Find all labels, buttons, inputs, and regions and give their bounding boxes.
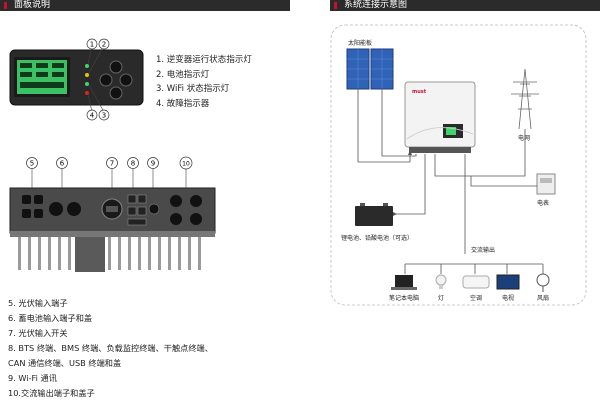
list-item: 4. 故障指示器	[156, 98, 210, 109]
solar-panel-icon	[346, 48, 394, 90]
list-item: 1. 逆变器运行状态指示灯	[156, 55, 252, 65]
lamp-icon	[435, 274, 447, 289]
grid-label: 电网	[518, 134, 530, 142]
front-panel-illustration: 1 2 4 3	[9, 38, 144, 121]
meter-label: 电表	[537, 199, 549, 207]
load-label-laptop: 笔记本电脑	[389, 294, 419, 302]
list-item: 6. 蓄电池输入端子和盖	[8, 313, 93, 323]
load-label-tv: 电视	[502, 294, 514, 302]
inverter-icon	[404, 81, 476, 153]
system-diagram-header: 系统连接示意图	[330, 0, 600, 11]
air-conditioner-icon	[462, 275, 490, 289]
panel-indicator-list: 1. 逆变器运行状态指示灯 2. 电池指示灯 3. WiFi 状态指示灯 4. …	[156, 53, 252, 111]
list-item: CAN 通信终端、USB 终端和盖	[8, 358, 122, 368]
battery-label: 锂电池、铅酸电池（可选）	[341, 234, 413, 242]
meter-icon	[536, 173, 556, 195]
panel-button	[99, 73, 113, 87]
callout-1: 1	[90, 41, 94, 49]
led-indicator-2	[85, 73, 89, 77]
callout-3: 3	[102, 112, 106, 120]
load-label-fan: 风扇	[537, 294, 549, 302]
list-item: 9. Wi-Fi 通讯	[8, 373, 57, 383]
panel-button	[109, 60, 123, 74]
callout-5: 5	[30, 160, 34, 168]
laptop-icon	[391, 275, 417, 290]
list-item: 5. 光伏输入端子	[8, 298, 68, 308]
led-indicator-4	[85, 91, 89, 95]
callout-9: 9	[151, 160, 155, 168]
system-connection-diagram: 太阳能板 must 电网 电表 锂电池、铅酸电池（可选）	[330, 24, 587, 306]
header-accent-mark	[334, 2, 337, 9]
bottom-ports-illustration: 5 6 7 8 9 10	[9, 156, 216, 272]
fan-icon	[536, 273, 550, 292]
ac-output-label: 交流输出	[471, 246, 495, 254]
battery-icon	[355, 203, 393, 226]
communication-ports	[127, 194, 147, 226]
panel-description-header: 面板说明	[0, 0, 290, 11]
header-accent-mark	[4, 2, 7, 9]
tv-icon	[496, 274, 520, 290]
callout-8: 8	[131, 160, 135, 168]
list-item: 3. WiFi 状态指示灯	[156, 84, 230, 94]
panel-button	[119, 73, 133, 87]
wifi-port	[148, 203, 160, 215]
battery-input-terminals	[49, 202, 81, 216]
callout-7: 7	[110, 160, 114, 168]
port-description-list: 5. 光伏输入端子 6. 蓄电池输入端子和盖 7. 光伏输入开关 8. BTS …	[8, 296, 213, 400]
led-indicator-3	[85, 82, 89, 86]
solar-label: 太阳能板	[348, 39, 372, 47]
ac-output-terminals	[170, 195, 202, 225]
list-item: 2. 电池指示灯	[156, 69, 210, 80]
brand-logo: must	[412, 89, 427, 95]
panel-description-title: 面板说明	[14, 0, 51, 10]
led-indicator-1	[85, 64, 89, 68]
system-diagram-title: 系统连接示意图	[344, 0, 408, 10]
panel-button	[109, 86, 123, 100]
pv-input-terminals	[22, 195, 43, 218]
list-item: 8. BTS 终端、BMS 终端、负载监控终端、干触点终端、	[8, 343, 213, 353]
list-item: 7. 光伏输入开关	[8, 328, 68, 338]
callout-4: 4	[90, 112, 95, 120]
callout-6: 6	[60, 160, 65, 168]
load-label-ac: 空调	[470, 294, 482, 302]
list-item: 10.交流输出端子和盖子	[8, 388, 95, 398]
callout-2: 2	[102, 41, 106, 49]
load-label-lamp: 灯	[438, 294, 444, 302]
grid-tower-icon	[511, 68, 539, 130]
callout-10: 10	[182, 161, 190, 168]
